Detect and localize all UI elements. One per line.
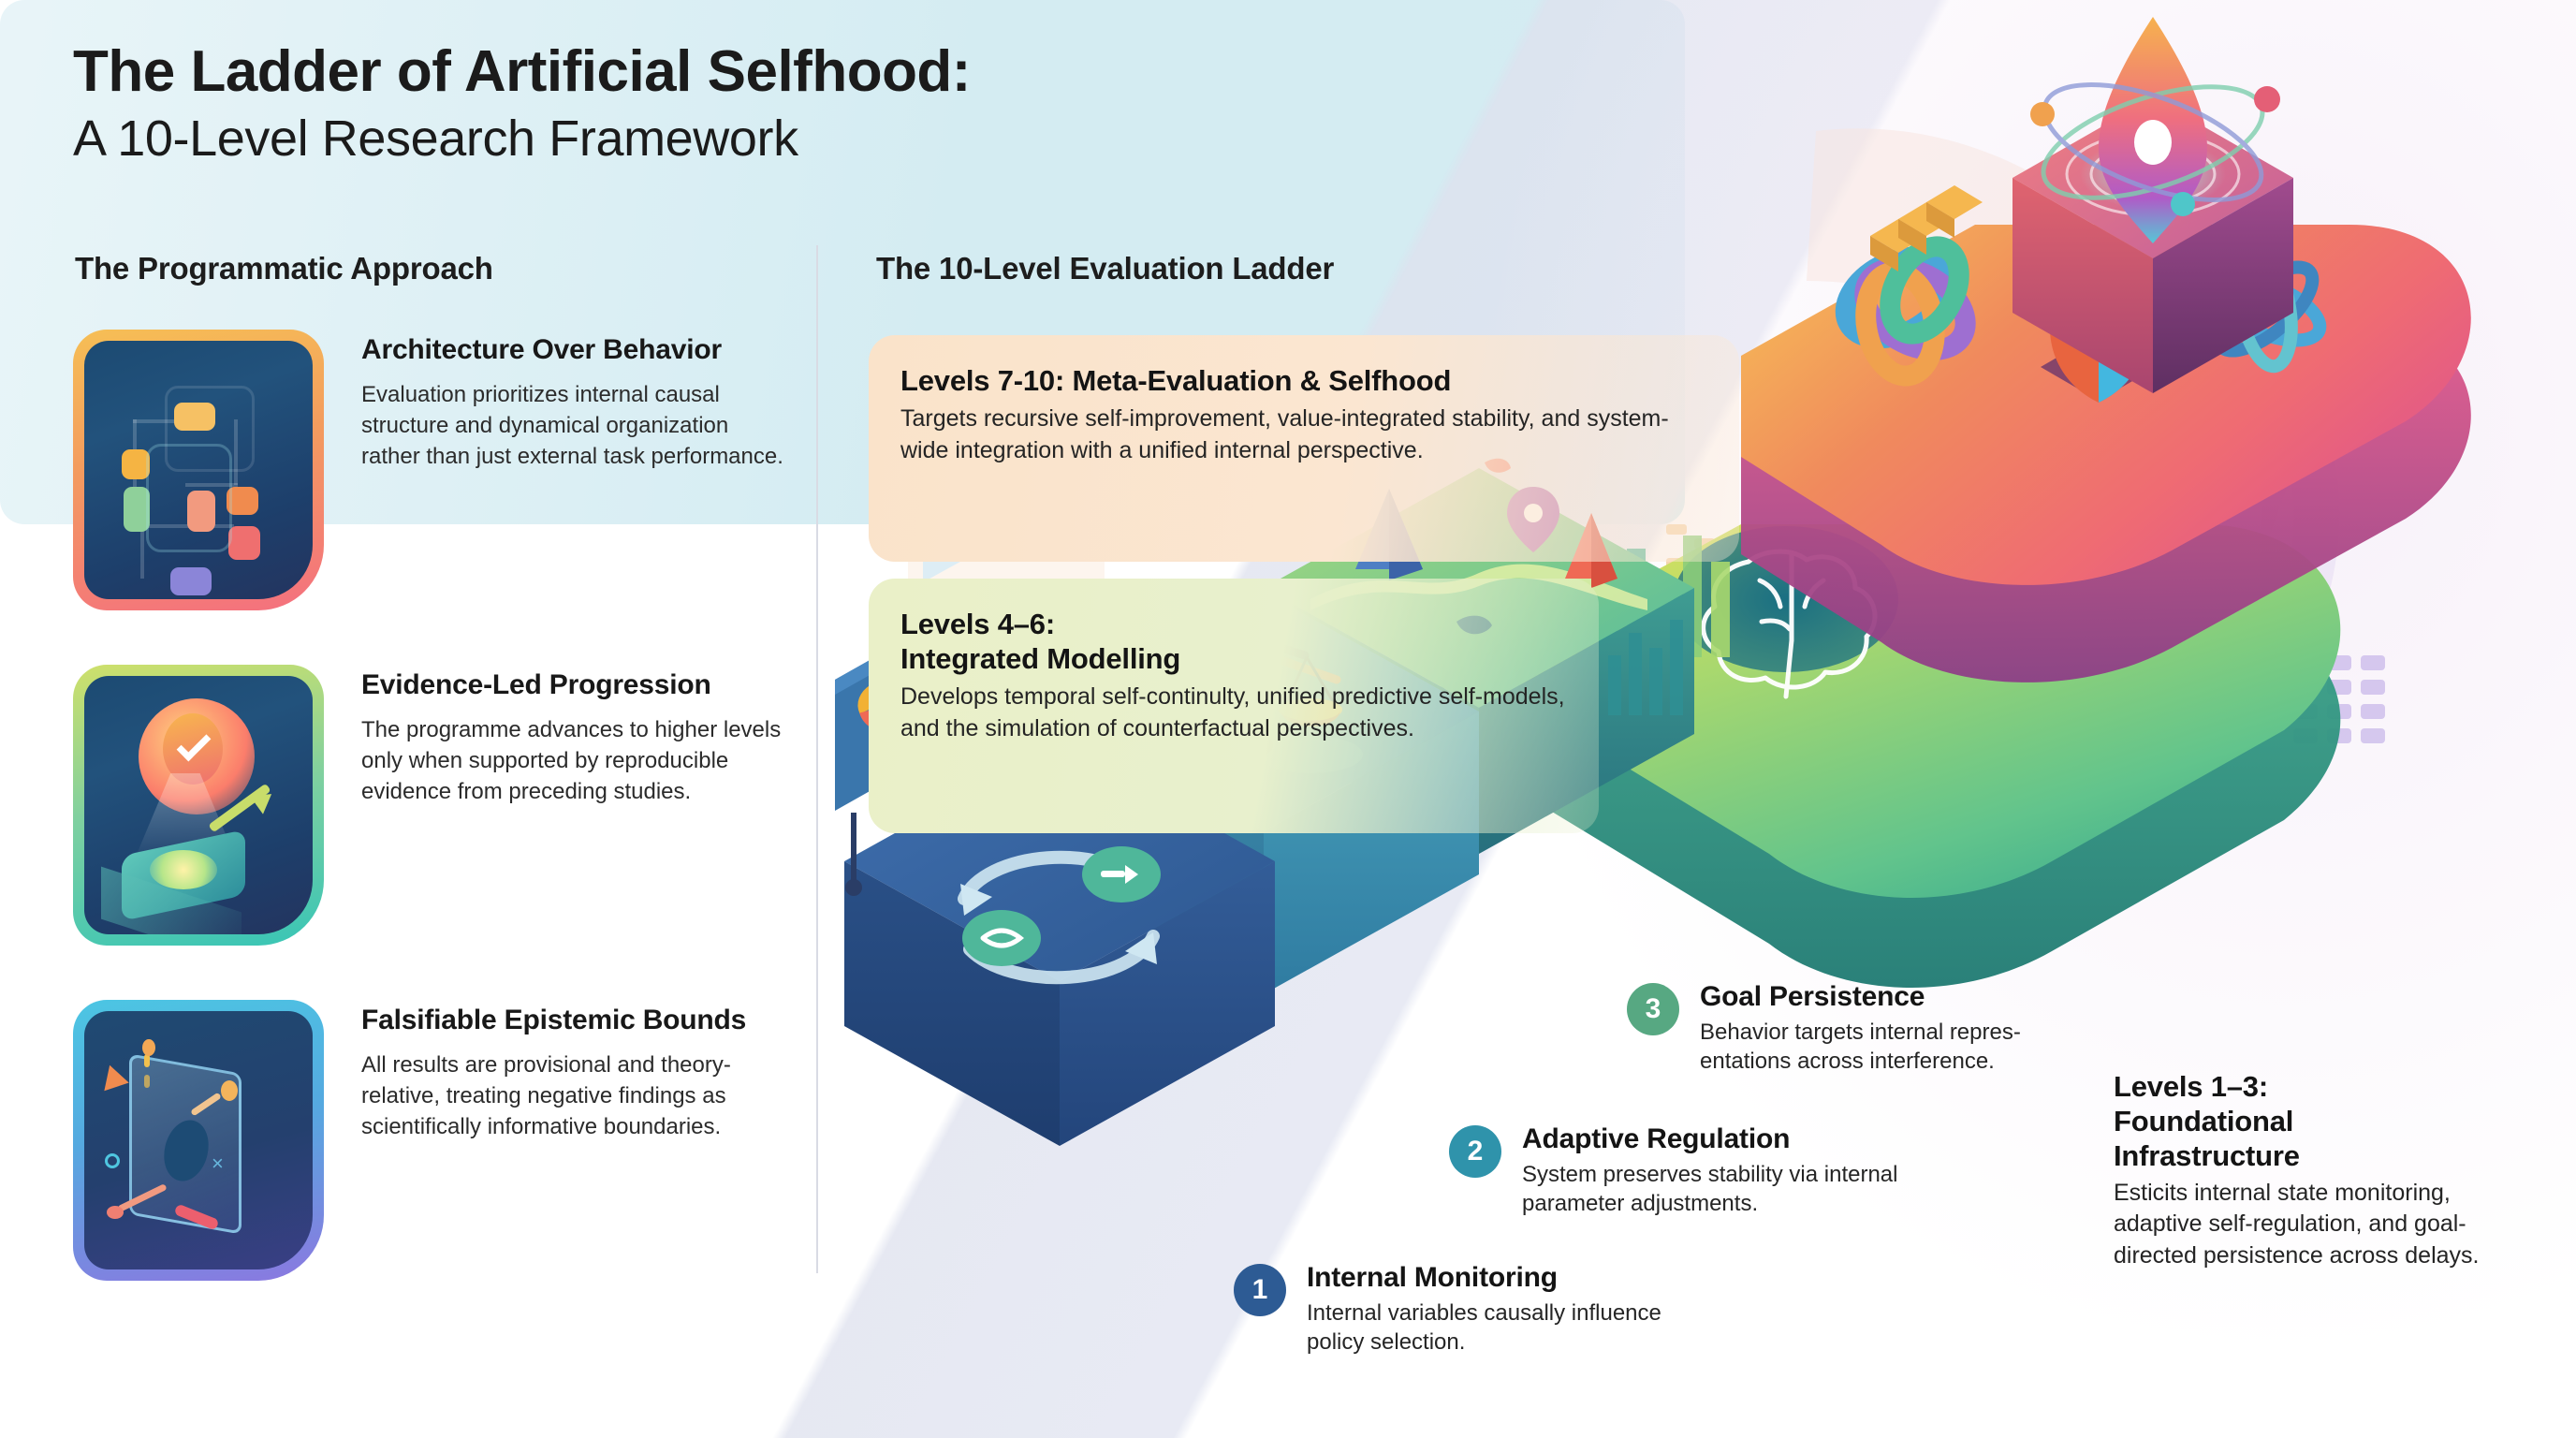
principle-card-architecture[interactable]: Architecture Over Behavior Evaluation pr… <box>73 330 784 665</box>
step-1-title: Internal Monitoring <box>1307 1262 1558 1293</box>
levels-1-3-text-block: Levels 1–3: Foundational Infrastructure … <box>2114 1069 2507 1271</box>
step-3-title: Goal Persistence <box>1700 981 1925 1012</box>
right-section-heading: The 10-Level Evaluation Ladder <box>876 251 1335 286</box>
step-3-body: Behavior targets internal repres-entatio… <box>1700 1019 2021 1074</box>
principle-title: Falsifiable Epistemic Bounds <box>361 1005 747 1035</box>
page-subtitle: A 10-Level Research Framework <box>73 110 798 167</box>
levels-4-6-body: Develops temporal self-continulty, unifi… <box>900 683 1565 741</box>
principle-title: Evidence-Led Progression <box>361 669 711 700</box>
architecture-network-icon <box>73 330 324 610</box>
levels-4-6-panel[interactable]: Levels 4–6: Integrated Modelling Develop… <box>869 579 1599 833</box>
principle-body: All results are provisional and theory-r… <box>361 1051 731 1139</box>
principle-body: The programme advances to higher levels … <box>361 716 782 804</box>
levels-4-6-title-line2: Integrated Modelling <box>900 642 1181 676</box>
levels-7-10-body: Targets recursive self-improvement, valu… <box>900 405 1669 463</box>
evidence-checkmark-icon <box>73 665 324 946</box>
step-2-title: Adaptive Regulation <box>1522 1123 1791 1154</box>
principle-body: Evaluation prioritizes internal causal s… <box>361 381 783 469</box>
left-section-heading: The Programmatic Approach <box>75 251 493 286</box>
levels-1-3-title-line2: Foundational <box>2114 1105 2294 1138</box>
levels-1-3-title-line3: Infrastructure <box>2114 1139 2300 1173</box>
levels-7-10-panel[interactable]: Levels 7-10: Meta-Evaluation & Selfhood … <box>869 335 1739 562</box>
falsifiable-pane-icon: × <box>73 1000 324 1281</box>
step-3-badge: 3 <box>1627 983 1679 1035</box>
step-2-body: System preserves stability via internal … <box>1522 1161 1898 1216</box>
step-1-body: Internal variables causally influence po… <box>1307 1299 1661 1355</box>
step-2-badge: 2 <box>1449 1125 1501 1178</box>
page-title: The Ladder of Artificial Selfhood: <box>73 39 971 104</box>
step-1-badge: 1 <box>1234 1264 1286 1316</box>
page-header: The Ladder of Artificial Selfhood: A 10-… <box>73 41 1571 167</box>
levels-4-6-title-line1: Levels 4–6: <box>900 608 1055 640</box>
levels-7-10-title: Levels 7-10: Meta-Evaluation & Selfhood <box>900 364 1452 397</box>
levels-1-3-body: Esticits internal state monitoring, adap… <box>2114 1179 2480 1269</box>
column-divider <box>816 245 818 1273</box>
principle-card-falsifiable[interactable]: × Falsifiable Epistemic Bounds All resul… <box>73 1000 784 1335</box>
principle-title: Architecture Over Behavior <box>361 334 722 365</box>
levels-1-3-title-line1: Levels 1–3: <box>2114 1070 2268 1103</box>
programmatic-approach-list: Architecture Over Behavior Evaluation pr… <box>73 330 784 1335</box>
principle-card-evidence[interactable]: Evidence-Led Progression The programme a… <box>73 665 784 1000</box>
